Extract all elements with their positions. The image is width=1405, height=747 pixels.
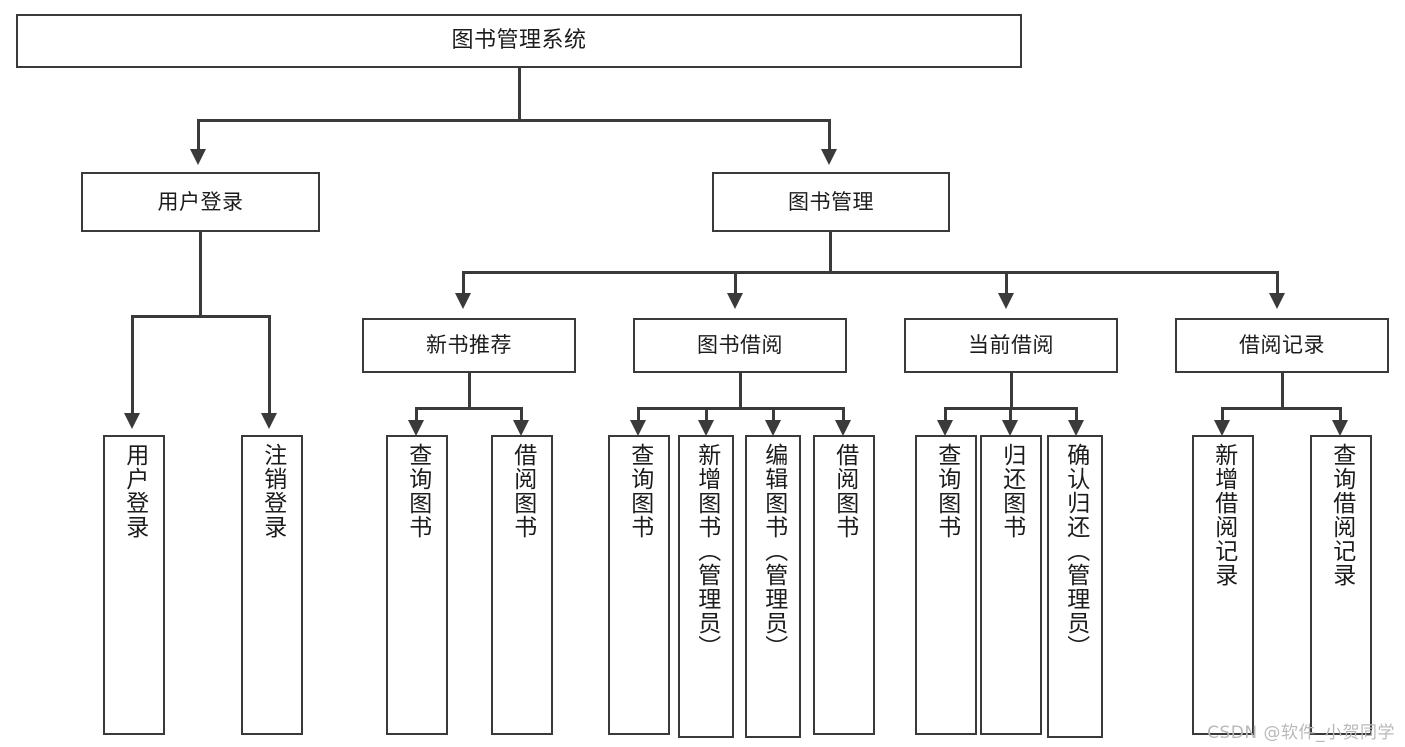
connector-borrow-record-child-2 — [1339, 407, 1342, 423]
node-book-management[interactable]: 图书管理 — [712, 172, 950, 232]
node-label: 查询图书 — [933, 443, 960, 539]
arrow-current-borrow-child-1 — [937, 420, 953, 436]
connector-borrow-record-child-1 — [1221, 407, 1224, 423]
connector-book-borrow-child-1 — [637, 407, 640, 423]
connector-book-borrow-bus — [637, 407, 845, 410]
arrow-book-borrow-child-4 — [835, 420, 851, 436]
connector-current-borrow-stem — [1010, 373, 1013, 409]
leaf-user-login-login[interactable]: 用户登录 — [103, 435, 165, 735]
node-label: 新增借阅记录 — [1210, 443, 1237, 587]
node-label: 用户登录 — [121, 443, 148, 539]
connector-book-borrow-stem — [739, 373, 742, 409]
connector-root-to-book-manage — [828, 119, 831, 151]
arrow-book-manage-child-3 — [998, 293, 1014, 309]
leaf-current-borrow-return[interactable]: 归还图书 — [980, 435, 1042, 735]
node-label: 当前借阅 — [968, 333, 1054, 358]
connector-root-stem — [518, 68, 521, 120]
connector-book-borrow-child-2 — [705, 407, 708, 423]
connector-user-login-stem — [199, 232, 202, 316]
leaf-user-login-logout[interactable]: 注销登录 — [241, 435, 303, 735]
node-label: 用户登录 — [157, 189, 244, 214]
node-current-borrow[interactable]: 当前借阅 — [904, 318, 1118, 373]
connector-current-borrow-child-3 — [1075, 407, 1078, 423]
connector-book-manage-child-4 — [1276, 271, 1279, 295]
connector-book-manage-stem — [829, 232, 832, 272]
leaf-new-book-query[interactable]: 查询图书 — [386, 435, 448, 735]
leaf-book-borrow-query[interactable]: 查询图书 — [608, 435, 670, 735]
node-root-system[interactable]: 图书管理系统 — [16, 14, 1022, 68]
arrow-book-manage-child-1 — [455, 293, 471, 309]
arrow-book-borrow-child-3 — [765, 420, 781, 436]
connector-new-book-child-1 — [415, 407, 418, 423]
connector-book-borrow-child-3 — [772, 407, 775, 423]
node-label: 新书推荐 — [426, 333, 512, 358]
node-user-login[interactable]: 用户登录 — [81, 172, 320, 232]
arrow-book-manage-child-2 — [727, 293, 743, 309]
connector-user-login-child-1 — [131, 315, 134, 415]
node-label: 借阅图书 — [509, 443, 536, 539]
watermark-text: CSDN @软件_小贺同学 — [1207, 723, 1395, 743]
connector-new-book-bus — [415, 407, 523, 410]
connector-user-login-bus — [131, 315, 270, 318]
node-label: 编辑图书（管理员） — [760, 443, 787, 659]
arrow-root-to-user-login — [190, 149, 206, 165]
arrow-current-borrow-child-3 — [1068, 420, 1084, 436]
node-label: 图书借阅 — [697, 333, 783, 358]
leaf-current-borrow-query[interactable]: 查询图书 — [915, 435, 977, 735]
connector-current-borrow-child-2 — [1009, 407, 1012, 423]
connector-book-manage-bus — [462, 271, 1279, 274]
connector-new-book-child-2 — [520, 407, 523, 423]
leaf-new-book-borrow[interactable]: 借阅图书 — [491, 435, 553, 735]
connector-book-manage-child-2 — [734, 271, 737, 295]
node-label: 归还图书 — [998, 443, 1025, 539]
arrow-user-login-child-2 — [261, 413, 277, 429]
node-new-book-recommend[interactable]: 新书推荐 — [362, 318, 576, 373]
node-book-borrow[interactable]: 图书借阅 — [633, 318, 847, 373]
connector-borrow-record-bus — [1221, 407, 1341, 410]
arrow-user-login-child-1 — [124, 413, 140, 429]
node-label: 图书管理 — [788, 189, 874, 214]
node-label: 确认归还（管理员） — [1062, 443, 1089, 659]
node-label: 借阅记录 — [1239, 333, 1325, 358]
arrow-root-to-book-manage — [821, 149, 837, 165]
arrow-borrow-record-child-2 — [1332, 420, 1348, 436]
leaf-book-borrow-edit[interactable]: 编辑图书（管理员） — [745, 435, 801, 738]
node-label: 借阅图书 — [831, 443, 858, 539]
node-label: 查询借阅记录 — [1328, 443, 1355, 587]
connector-root-to-user-login — [197, 119, 200, 151]
connector-new-book-stem — [468, 373, 471, 409]
leaf-book-borrow-add[interactable]: 新增图书（管理员） — [678, 435, 734, 738]
connector-root-bus — [197, 119, 831, 122]
node-label: 查询图书 — [404, 443, 431, 539]
node-label: 注销登录 — [259, 443, 286, 539]
leaf-book-borrow-borrow[interactable]: 借阅图书 — [813, 435, 875, 735]
connector-borrow-record-stem — [1281, 373, 1284, 409]
connector-current-borrow-child-1 — [944, 407, 947, 423]
connector-book-manage-child-1 — [462, 271, 465, 295]
node-label: 新增图书（管理员） — [693, 443, 720, 659]
arrow-borrow-record-child-1 — [1214, 420, 1230, 436]
leaf-borrow-record-query[interactable]: 查询借阅记录 — [1310, 435, 1372, 735]
connector-user-login-child-2 — [268, 315, 271, 415]
arrow-book-borrow-child-1 — [630, 420, 646, 436]
node-borrow-record[interactable]: 借阅记录 — [1175, 318, 1389, 373]
arrow-current-borrow-child-2 — [1002, 420, 1018, 436]
arrow-book-manage-child-4 — [1269, 293, 1285, 309]
leaf-borrow-record-add[interactable]: 新增借阅记录 — [1192, 435, 1254, 735]
connector-book-borrow-child-4 — [842, 407, 845, 423]
connector-book-manage-child-3 — [1005, 271, 1008, 295]
leaf-current-borrow-confirm[interactable]: 确认归还（管理员） — [1047, 435, 1103, 738]
node-label: 图书管理系统 — [451, 28, 587, 54]
node-label: 查询图书 — [626, 443, 653, 539]
arrow-new-book-child-1 — [408, 420, 424, 436]
arrow-new-book-child-2 — [513, 420, 529, 436]
arrow-book-borrow-child-2 — [698, 420, 714, 436]
